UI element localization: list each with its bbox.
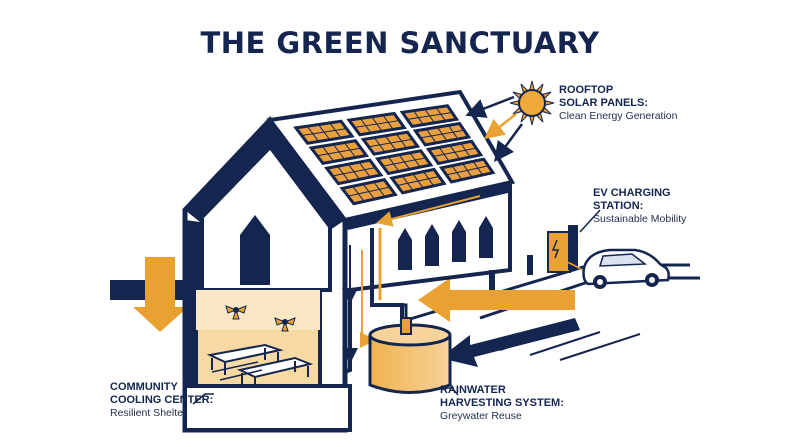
sun-ray xyxy=(529,80,535,91)
solar-cell-line xyxy=(301,128,347,137)
label-rain-line2: HARVESTING SYSTEM: xyxy=(440,397,564,409)
label-solar: ROOFTOP SOLAR PANELS: Clean Energy Gener… xyxy=(559,84,678,123)
sun-arrows xyxy=(465,95,524,163)
water-tank xyxy=(368,303,452,394)
label-cooling: COMMUNITY COOLING CENTER: Resilient Shel… xyxy=(110,381,213,420)
sun-ray xyxy=(529,115,535,126)
label-ev-sub: Sustainable Mobility xyxy=(593,213,687,225)
label-solar-line2: SOLAR PANELS: xyxy=(559,97,649,109)
label-ev-line2: STATION: xyxy=(593,200,644,212)
label-ev-line1: EV CHARGING xyxy=(593,187,671,199)
label-rain-sub: Greywater Reuse xyxy=(440,410,522,422)
solar-cell-line xyxy=(317,147,362,157)
solar-cell-line xyxy=(354,120,400,128)
solar-cell-line xyxy=(446,165,489,176)
label-cooling-line1: COMMUNITY xyxy=(110,381,178,393)
fan-icon xyxy=(225,305,296,332)
label-cooling-sub: Resilient Shelter xyxy=(110,407,187,419)
label-ev: EV CHARGING STATION: Sustainable Mobilit… xyxy=(593,187,686,226)
sun-ray xyxy=(544,100,555,106)
label-solar-line1: ROOFTOP xyxy=(559,84,614,96)
solar-cell-line xyxy=(433,147,477,157)
sun-icon xyxy=(509,80,555,126)
page-title: THE GREEN SANCTUARY xyxy=(200,26,600,60)
solar-cell-line xyxy=(368,138,413,148)
solar-cell-line xyxy=(347,186,390,197)
solar-cell-line xyxy=(332,167,376,177)
gutter-arrows xyxy=(376,195,481,227)
ev-charger xyxy=(489,209,601,290)
leader-lines xyxy=(192,387,459,405)
solar-cell-line xyxy=(382,157,426,167)
cot-icon xyxy=(206,343,314,388)
solar-cell-line xyxy=(420,129,465,139)
solar-cell-line xyxy=(407,111,453,120)
label-rain: RAINWATER HARVESTING SYSTEM: Greywater R… xyxy=(440,384,564,423)
road-arrows xyxy=(418,278,580,367)
label-rain-line1: RAINWATER xyxy=(440,384,506,396)
sun-ray xyxy=(509,100,520,106)
label-solar-sub: Clean Energy Generation xyxy=(559,110,678,122)
solar-cell-line xyxy=(397,176,440,186)
label-cooling-line2: COOLING CENTER: xyxy=(110,394,214,406)
car-icon xyxy=(559,248,670,289)
